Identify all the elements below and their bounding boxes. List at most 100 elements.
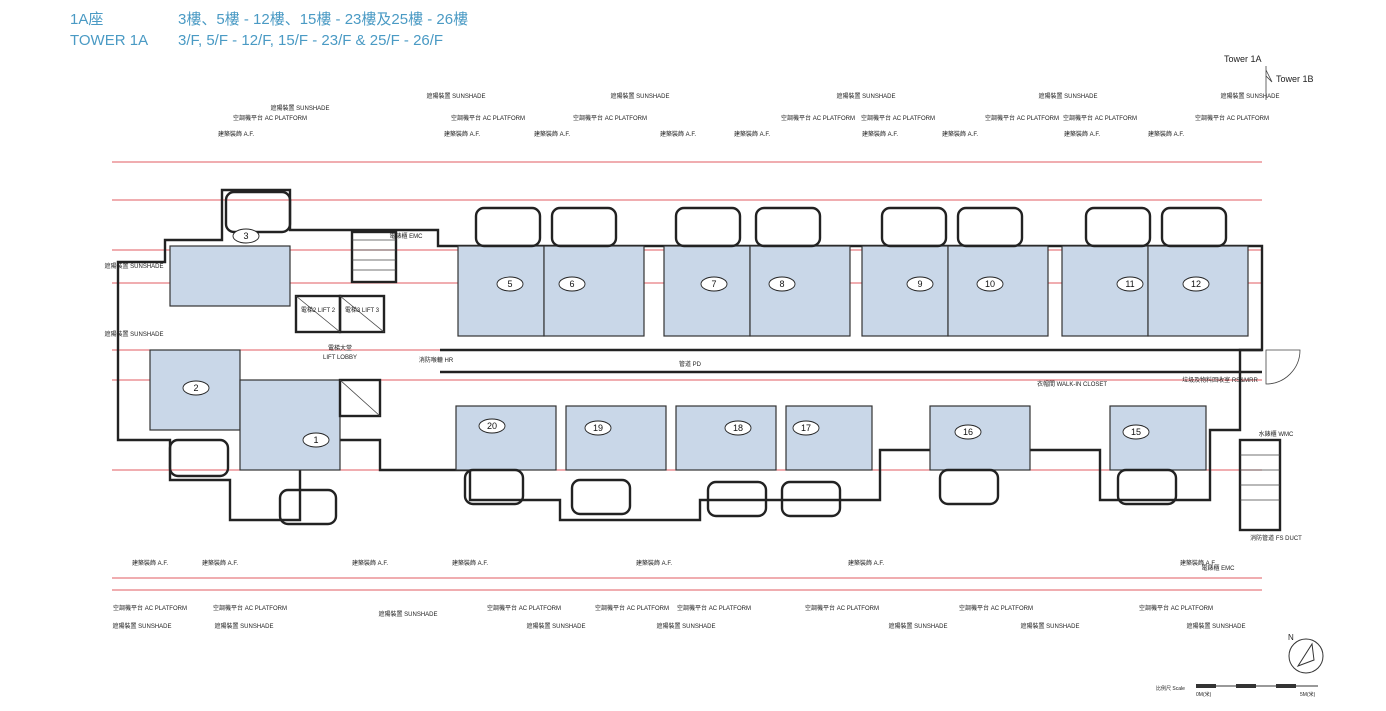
ac-platform-top-8: 空調機平台 AC PLATFORM [1195, 114, 1269, 122]
unit-number-badge [976, 276, 1004, 292]
scale-end: 5M(米) [1300, 691, 1316, 698]
af-top-3: 建築裝飾 A.F. [534, 130, 570, 138]
scale-label: 比例尺 Scale [1156, 685, 1185, 692]
unit-number: 1 [313, 435, 318, 445]
sunshade-top-6: 遮陽裝置 SUNSHADE [1220, 92, 1279, 100]
lift2-label: 電梯2 LIFT 2 [301, 306, 336, 314]
lobby-label-zh: 電梯大堂 [328, 344, 352, 352]
north-arrow-icon: N [1288, 633, 1324, 674]
rs-mrr-label: 垃圾及物料回收室 RS&MRR [1182, 376, 1258, 384]
floors-en: 3/F, 5/F - 12/F, 15/F - 23/F & 25/F - 26… [178, 32, 444, 49]
sunshade-bottom-5: 遮陽裝置 SUNSHADE [656, 622, 715, 630]
sunshade-bottom-3: 遮陽裝置 SUNSHADE [378, 610, 437, 618]
sunshade-bottom-8: 遮陽裝置 SUNSHADE [1186, 622, 1245, 630]
unit-number-badge [302, 432, 330, 448]
unit-number: 16 [963, 427, 973, 437]
unit-number-badge [724, 420, 752, 436]
af-top-4: 建築裝飾 A.F. [660, 130, 696, 138]
af-top-9: 建築裝飾 A.F. [1148, 130, 1184, 138]
unit-number: 11 [1125, 279, 1134, 289]
unit-number: 7 [711, 279, 716, 289]
unit-number-badge [558, 276, 586, 292]
unit-number-badge [906, 276, 934, 292]
upper-units [457, 206, 1249, 337]
ac-platform-top-4: 空調機平台 AC PLATFORM [781, 114, 855, 122]
unit-number-badge [1116, 276, 1144, 292]
lower-units [455, 405, 1207, 518]
ac-platform-bottom-5: 空調機平台 AC PLATFORM [677, 604, 751, 612]
af-top-1: 建築裝飾 A.F. [218, 130, 254, 138]
floors-zh: 3樓、5樓 - 12樓、15樓 - 23樓及25樓 - 26樓 [178, 11, 469, 28]
unit-number: 18 [733, 423, 743, 433]
unit-number: 9 [917, 279, 922, 289]
af-bottom-4: 建築裝飾 A.F. [452, 559, 488, 567]
unit-number-badge [496, 276, 524, 292]
ac-platform-top-6: 空調機平台 AC PLATFORM [985, 114, 1059, 122]
tower-title-en: TOWER 1A [70, 32, 149, 49]
fs-duct-label: 消防管道 FS DUCT [1250, 534, 1302, 542]
af-top-6: 建築裝飾 A.F. [862, 130, 898, 138]
unit-number-badge [232, 228, 260, 244]
emc-label: 電錶櫃 EMC [389, 232, 423, 240]
west-units [149, 190, 341, 526]
unit-number: 10 [985, 279, 995, 289]
af-bottom-7: 建築裝飾 A.F. [1180, 559, 1216, 567]
af-bottom-3: 建築裝飾 A.F. [352, 559, 388, 567]
unit-number-badge [584, 420, 612, 436]
scale-start: 0M(米) [1196, 691, 1212, 698]
unit-number-badge [1122, 424, 1150, 440]
ac-platform-bottom-2: 空調機平台 AC PLATFORM [213, 604, 287, 612]
unit-number-badge [1182, 276, 1210, 292]
ac-platform-bottom-4: 空調機平台 AC PLATFORM [595, 604, 669, 612]
tower-title-zh: 1A座 [70, 11, 104, 28]
af-bottom-1: 建築裝飾 A.F. [132, 559, 168, 567]
sunshade-top-4: 遮陽裝置 SUNSHADE [836, 92, 895, 100]
unit-number-badge [478, 418, 506, 434]
sunshade-left-1: 遮陽裝置 SUNSHADE [104, 262, 163, 270]
ac-platform-top-7: 空調機平台 AC PLATFORM [1063, 114, 1137, 122]
sunshade-bottom-6: 遮陽裝置 SUNSHADE [888, 622, 947, 630]
unit-number-badge [182, 380, 210, 396]
unit-number: 8 [779, 279, 784, 289]
sunshade-top-5: 遮陽裝置 SUNSHADE [1038, 92, 1097, 100]
sunshade-bottom-1: 遮陽裝置 SUNSHADE [112, 622, 171, 630]
scale-bar [1196, 684, 1318, 688]
af-top-8: 建築裝飾 A.F. [1064, 130, 1100, 138]
tower-1a-label: Tower 1A [1224, 54, 1262, 64]
af-top-5: 建築裝飾 A.F. [734, 130, 770, 138]
sunshade-top-3: 遮陽裝置 SUNSHADE [610, 92, 669, 100]
ac-platform-top-3: 空調機平台 AC PLATFORM [573, 114, 647, 122]
sunshade-bottom-2: 遮陽裝置 SUNSHADE [214, 622, 273, 630]
unit-number: 12 [1191, 279, 1201, 289]
walk-in-closet-label: 衣帽間 WALK-IN CLOSET [1037, 380, 1107, 388]
unit-number: 17 [801, 423, 811, 433]
af-top-7: 建築裝飾 A.F. [942, 130, 978, 138]
af-bottom-2: 建築裝飾 A.F. [202, 559, 238, 567]
lobby-label-en: LIFT LOBBY [323, 355, 357, 361]
ac-platform-top-1: 空調機平台 AC PLATFORM [233, 114, 307, 122]
top-dimension-lines [112, 161, 1262, 591]
ac-platform-bottom-6: 空調機平台 AC PLATFORM [805, 604, 879, 612]
unit-number-badge [700, 276, 728, 292]
unit-number-badge [954, 424, 982, 440]
unit-number: 3 [243, 231, 248, 241]
unit-number: 5 [507, 279, 512, 289]
ac-platform-bottom-3: 空調機平台 AC PLATFORM [487, 604, 561, 612]
unit-number: 20 [487, 421, 497, 431]
core [294, 230, 1301, 532]
lift3-label: 電梯3 LIFT 3 [345, 306, 380, 314]
af-top-2: 建築裝飾 A.F. [444, 130, 480, 138]
sunshade-left-2: 遮陽裝置 SUNSHADE [104, 330, 163, 338]
af-bottom-6: 建築裝飾 A.F. [848, 559, 884, 567]
hose-reel-label: 消防喉轆 HR [419, 356, 454, 364]
ac-platform-bottom-8: 空調機平台 AC PLATFORM [1139, 604, 1213, 612]
tower-divider-arrow [1265, 66, 1273, 100]
ac-platform-top-5: 空調機平台 AC PLATFORM [861, 114, 935, 122]
ac-platform-bottom-7: 空調機平台 AC PLATFORM [959, 604, 1033, 612]
ac-platform-bottom-1: 空調機平台 AC PLATFORM [113, 604, 187, 612]
unit-number: 2 [193, 383, 198, 393]
sunshade-top-1: 遮陽裝置 SUNSHADE [270, 104, 329, 112]
svg-text:N: N [1288, 633, 1294, 642]
